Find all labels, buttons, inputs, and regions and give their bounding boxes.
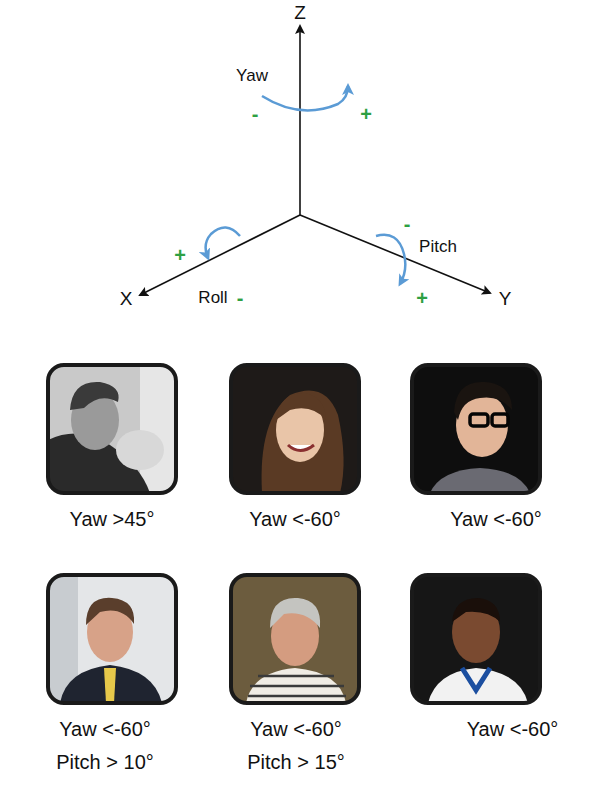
- sign-marker: -: [237, 287, 244, 309]
- photo-tile: [231, 575, 359, 703]
- pitch-arrow: [376, 235, 405, 284]
- photo-node: Yaw <-60°: [221, 365, 369, 536]
- axis-label: Y: [499, 289, 512, 310]
- photo-node: Yaw <-60°Pitch > 10°: [30, 575, 180, 779]
- photo-tile: [48, 575, 176, 703]
- pose-caption: Yaw <-60°: [221, 503, 369, 536]
- photo-node: Yaw <-60°Pitch > 15°: [221, 575, 371, 779]
- rotation-label: Roll: [198, 289, 227, 308]
- pose-caption: Yaw <-60°: [440, 713, 585, 746]
- photo-tile: [412, 575, 540, 703]
- sign-marker: -: [404, 213, 411, 235]
- photo-tile: [412, 365, 540, 493]
- pose-caption: Pitch > 15°: [221, 746, 371, 779]
- axis-label: X: [120, 289, 133, 310]
- pose-caption: Yaw <-60°: [221, 713, 371, 746]
- sign-marker: +: [174, 244, 186, 266]
- pose-caption: Yaw <-60°: [30, 713, 180, 746]
- rotation-arrows: [206, 86, 406, 284]
- roll-arrow: [206, 227, 240, 258]
- photo-node: Yaw >45°: [38, 365, 186, 536]
- y-axis: [300, 215, 490, 293]
- sign-marker: -: [252, 103, 259, 125]
- x-axis: [140, 215, 300, 295]
- pose-caption: Yaw <-60°: [420, 503, 572, 536]
- axes: [140, 26, 490, 295]
- axis-label: Z: [294, 3, 306, 24]
- photo-node: Yaw <-60°: [440, 575, 585, 746]
- pose-caption: Yaw >45°: [38, 503, 186, 536]
- z-axis: [299, 26, 301, 215]
- pose-caption: Pitch > 10°: [30, 746, 180, 779]
- photo-node: Yaw <-60°: [420, 365, 572, 536]
- photo-tile: [231, 365, 359, 493]
- sign-marker: +: [360, 103, 372, 125]
- photo-tile: [48, 365, 176, 493]
- tile-frames: [48, 365, 540, 703]
- rotation-label: Pitch: [419, 238, 457, 257]
- rotation-label: Yaw: [236, 67, 268, 86]
- sign-marker: +: [416, 287, 428, 309]
- yaw-arrow: [262, 86, 348, 110]
